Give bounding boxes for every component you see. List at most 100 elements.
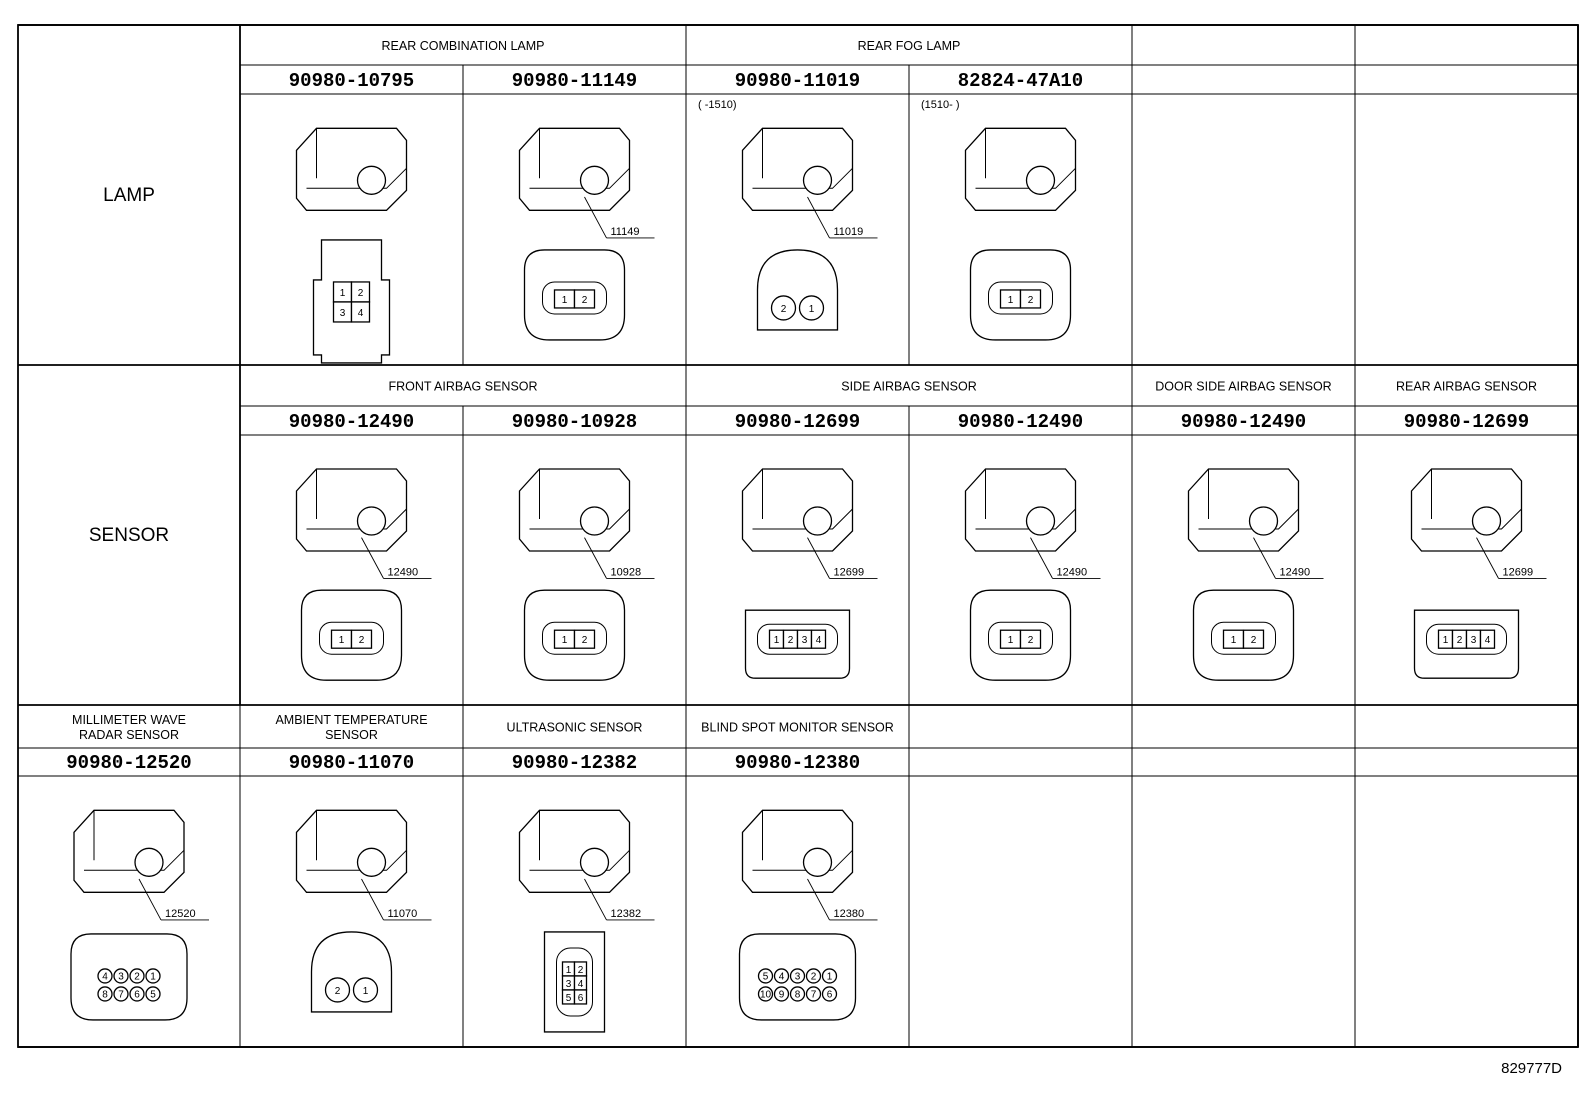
pin-number: 2 [788,635,794,646]
pin-number: 2 [811,971,817,982]
section-header: RADAR SENSOR [79,728,179,742]
connector-edge [306,469,407,530]
pin-cavity [97,986,113,1002]
pin-number: 1 [809,304,815,315]
connector-body [295,468,408,552]
pin-number: 3 [802,635,808,646]
pin-number: 3 [340,308,346,319]
pin-number: 6 [827,989,833,1000]
callout-label: 12490 [1280,566,1311,578]
pin-number: 4 [102,971,108,982]
connector-edge [529,469,630,530]
section-header: REAR COMBINATION LAMP [382,39,545,53]
pin-cavity [573,989,588,1005]
pin-number: 6 [134,989,140,1000]
pin-cavity [773,986,790,1002]
part-number: 82824-47A10 [958,70,1083,92]
section-header: SIDE AIRBAG SENSOR [841,380,976,394]
callout-label: 11019 [834,226,864,238]
section-header: REAR FOG LAMP [858,39,961,53]
part-number: 90980-12520 [66,752,191,774]
connector-edge [975,469,1076,530]
connector-socket [356,165,387,195]
section-header: AMBIENT TEMPERATURE [275,713,427,727]
pin-cavity [113,986,129,1002]
pin-number: 2 [1251,635,1257,646]
pin-number: 3 [1471,635,1477,646]
connector-socket [579,847,610,877]
connector-housing [756,249,839,331]
cavity-outline [542,621,607,655]
pin-number: 1 [150,971,156,982]
callout-label: 10928 [611,566,642,578]
cavity-outline [542,281,607,315]
pin-number: 1 [340,288,346,299]
part-number: 90980-12699 [1404,411,1529,433]
pin-number: 2 [1457,635,1463,646]
connector-socket [1471,506,1502,536]
pin-number: 3 [795,971,801,982]
pin-number: 1 [1008,295,1014,306]
connector-socket [1025,165,1056,195]
pin-cavity [97,968,113,984]
callout-leader [807,196,830,239]
connector-edge [1421,469,1522,530]
connector-body [964,468,1077,552]
connector-body [1187,468,1300,552]
pin-number: 1 [1008,635,1014,646]
pin-cavity [805,986,822,1002]
connector-edge [306,810,407,871]
pin-cavity [821,986,838,1002]
part-number: 90980-11019 [735,70,860,92]
callout-leader [361,537,384,579]
section-header: MILLIMETER WAVE [72,713,186,727]
pin-number: 2 [358,288,364,299]
part-number: 90980-12490 [958,411,1083,433]
callout-leader [1253,537,1276,579]
connector-body [518,127,631,211]
pin-number: 7 [118,989,124,1000]
diagram-code: 829777D [1501,1060,1562,1077]
pin-number: 4 [1485,635,1491,646]
section-header: SENSOR [325,728,378,742]
part-number: 90980-10928 [512,411,637,433]
callout-leader [584,878,607,921]
pin-number: 1 [339,635,345,646]
pin-number: 1 [1443,635,1449,646]
connector-body [73,809,185,893]
pin-number: 2 [335,986,341,997]
callout-leader [1030,537,1053,579]
pin-number: 3 [118,971,124,982]
pin-cavity [350,301,371,323]
part-number: 90980-12490 [1181,411,1306,433]
connector-body [295,809,408,893]
pin-number: 4 [779,971,785,982]
pin-cavity [1242,629,1265,649]
pin-cavity [789,968,806,984]
cavity-outline [319,621,384,655]
connector-body [1410,468,1523,552]
pin-cavity [821,968,838,984]
pin-number: 2 [582,295,588,306]
connector-socket [579,506,610,536]
category-label: LAMP [103,185,155,206]
callout-label: 12520 [165,908,196,920]
pin-cavity [113,968,129,984]
connector-edge [1198,469,1299,530]
pin-cavity [757,968,774,984]
callout-leader [138,878,162,921]
pin-number: 2 [1028,295,1034,306]
connector-socket [356,847,387,877]
pin-number: 8 [795,989,801,1000]
connector-body [518,809,631,893]
pin-cavity [798,295,825,321]
callout-leader [361,878,384,921]
pin-number: 2 [359,635,365,646]
